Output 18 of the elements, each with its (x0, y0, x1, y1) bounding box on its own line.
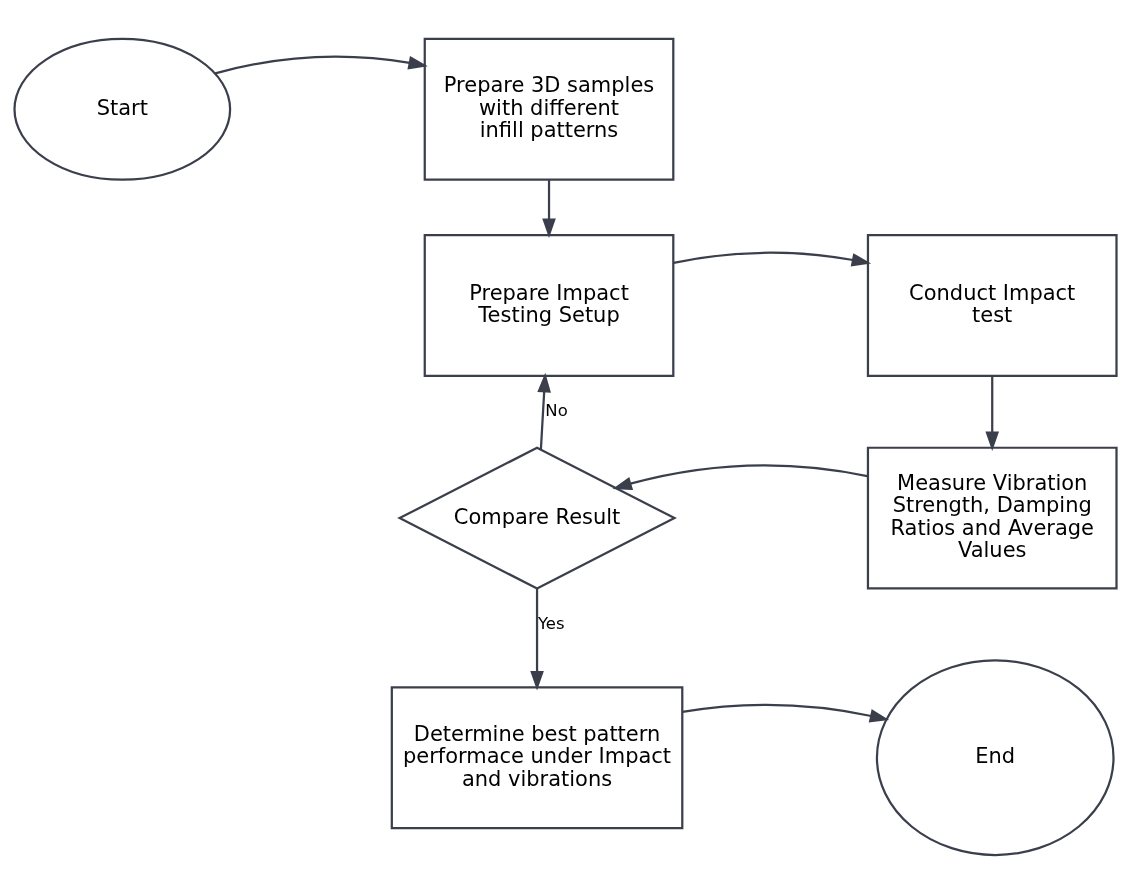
node-box: Prepare Impact Testing Setup (423, 234, 675, 377)
node-diamond: Compare Result (397, 446, 677, 590)
arrow (682, 703, 890, 723)
edge-label: No (545, 401, 568, 421)
arrow (985, 376, 1000, 451)
node-ellipse: End (875, 659, 1115, 857)
arrow (537, 372, 551, 450)
arrow (542, 180, 556, 239)
node-box: Determine best pattern performace under Impact and vibrations (390, 686, 684, 830)
node-box: Measure Vibration Strength, Damping Ratios and Average Values (866, 446, 1118, 590)
arrow (673, 251, 872, 267)
node-ellipse: Start (13, 37, 232, 181)
arrow (612, 464, 868, 491)
node-box: Prepare 3D samples with different infill patterns (423, 37, 675, 181)
arrow (530, 588, 544, 691)
edge-label: Yes (537, 613, 565, 633)
arrow (214, 55, 428, 75)
node-box: Conduct Impact test (866, 234, 1118, 377)
